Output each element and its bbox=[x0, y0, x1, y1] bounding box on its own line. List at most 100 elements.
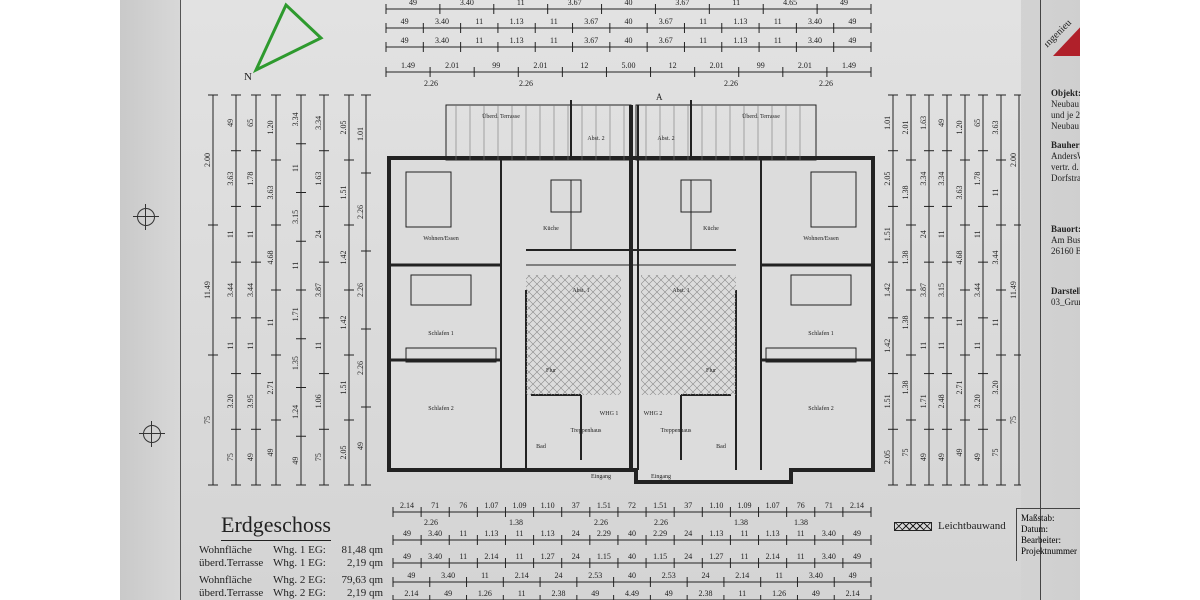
dimension-label: 1.13 bbox=[484, 529, 498, 538]
room-label: WHG 2 bbox=[644, 411, 663, 417]
bed bbox=[410, 274, 472, 306]
room-label: Schlafen 2 bbox=[808, 405, 834, 412]
dimension-label: 1.10 bbox=[709, 501, 723, 510]
darstellung-value: 03_Grundr bbox=[1051, 297, 1080, 307]
dimension-label: 11 bbox=[481, 571, 489, 580]
dimension-label: 11 bbox=[797, 552, 805, 561]
dimension-label: 1.51 bbox=[883, 227, 892, 241]
bauherr-line: Dorfstraß bbox=[1051, 173, 1080, 183]
dimension-label: 76 bbox=[459, 501, 467, 510]
dimension-label: 11 bbox=[291, 262, 300, 270]
dimension-label: 11 bbox=[314, 342, 323, 350]
dimension-label: 2.01 bbox=[533, 61, 547, 70]
dimension-label: 1.38 bbox=[901, 316, 910, 330]
dimension-label: 11 bbox=[516, 529, 524, 538]
dimension-label: 49 bbox=[403, 552, 411, 561]
dimension-label: 24 bbox=[572, 552, 580, 561]
room-label: Bad bbox=[716, 444, 726, 450]
dimension-label: 1.26 bbox=[478, 589, 492, 598]
dimension-label: 49 bbox=[401, 17, 409, 26]
dimension-label: 3.40 bbox=[460, 0, 474, 7]
dimension-label: 2.14 bbox=[735, 571, 749, 580]
dimension-label: 1.42 bbox=[883, 339, 892, 353]
dimension-label: 37 bbox=[684, 501, 692, 510]
room-label: Abst. 1 bbox=[572, 288, 589, 294]
dimension-label: 2.14 bbox=[404, 589, 418, 598]
dimension-label: 11 bbox=[226, 342, 235, 350]
dimension-label: 2.05 bbox=[883, 172, 892, 186]
dimension-label: 11 bbox=[459, 529, 467, 538]
dimension-label: 3.20 bbox=[226, 394, 235, 408]
dimension-label: 49 bbox=[973, 453, 982, 461]
room-label: Wohnen/Essen bbox=[423, 236, 459, 242]
dimension-label: 3.40 bbox=[822, 552, 836, 561]
dimension-label: 3.44 bbox=[991, 251, 1000, 265]
dimension-label: 1.38 bbox=[794, 518, 808, 527]
dimension-label: 1.13 bbox=[510, 17, 524, 26]
dining-table bbox=[550, 179, 582, 213]
dimension-label: 1.49 bbox=[401, 61, 415, 70]
dimension-label: 3.87 bbox=[314, 283, 323, 297]
dimension-label: 11 bbox=[973, 342, 982, 350]
dimension-label: 1.07 bbox=[766, 501, 780, 510]
dimension-label: 11 bbox=[919, 342, 928, 350]
dimension-label: 11 bbox=[246, 230, 255, 238]
dimension-label: 3.44 bbox=[226, 283, 235, 297]
dimension-label: 11 bbox=[991, 189, 1000, 197]
dimension-label: 3.40 bbox=[809, 571, 823, 580]
dimension-label: 37 bbox=[572, 501, 580, 510]
dimension-label: 49 bbox=[840, 0, 848, 7]
dimension-label: 49 bbox=[937, 453, 946, 461]
dimension-label: 2.26 bbox=[424, 79, 438, 88]
dimension-label: 1.01 bbox=[883, 116, 892, 130]
dimension-label: 11 bbox=[550, 36, 558, 45]
dimension-label: 2.01 bbox=[901, 121, 910, 135]
dimension-label: 2.26 bbox=[356, 283, 365, 297]
dimension-label: 3.44 bbox=[246, 283, 255, 297]
room-label: Abst. 1 bbox=[672, 288, 689, 294]
bauherr-label: Bauherr bbox=[1051, 140, 1080, 150]
dimension-label: 49 bbox=[665, 589, 673, 598]
dimension-label: 3.67 bbox=[675, 0, 689, 7]
dimension-label: 1.26 bbox=[772, 589, 786, 598]
room-label: Schlafen 1 bbox=[428, 330, 454, 337]
dimension-label: 2.14 bbox=[484, 552, 498, 561]
dimension-label: 11 bbox=[516, 552, 524, 561]
dimension-label: 24 bbox=[572, 529, 580, 538]
dimension-label: 11.49 bbox=[203, 281, 212, 299]
dimension-label: 1.38 bbox=[901, 186, 910, 200]
dimension-label: 11 bbox=[955, 319, 964, 327]
dimension-label: 3.34 bbox=[919, 172, 928, 186]
dimension-label: 11 bbox=[699, 36, 707, 45]
dimension-label: 1.51 bbox=[597, 501, 611, 510]
dimension-label: 11 bbox=[475, 17, 483, 26]
dimension-label: 11 bbox=[973, 230, 982, 238]
dimension-label: 11 bbox=[774, 36, 782, 45]
bauherr-line: vertr. d. E bbox=[1051, 162, 1080, 172]
room-label: Abst. 2 bbox=[657, 136, 674, 142]
dimension-label: 2.00 bbox=[203, 153, 212, 167]
dimension-label: 11 bbox=[246, 342, 255, 350]
dimension-label: 49 bbox=[226, 119, 235, 127]
dimension-label: 3.87 bbox=[919, 283, 928, 297]
dimension-label: 1.49 bbox=[842, 61, 856, 70]
dimension-label: 3.20 bbox=[991, 381, 1000, 395]
dimension-label: 40 bbox=[628, 529, 636, 538]
dimension-label: 49 bbox=[409, 0, 417, 7]
dimension-label: 49 bbox=[591, 589, 599, 598]
dimension-label: 3.67 bbox=[584, 17, 598, 26]
dimension-label: 1.13 bbox=[709, 529, 723, 538]
dimension-label: 71 bbox=[825, 501, 833, 510]
dimension-label: 2.26 bbox=[594, 518, 608, 527]
dimension-label: 2.05 bbox=[339, 121, 348, 135]
bauort-line: 26160 Bad bbox=[1051, 246, 1080, 256]
dimension-label: 99 bbox=[492, 61, 500, 70]
dimension-label: 11 bbox=[991, 319, 1000, 327]
title-block: Ingenieu Objekt: Neubau e und je 2 Neuba… bbox=[1040, 0, 1080, 600]
room-label: Überd. Terrasse bbox=[742, 113, 780, 120]
lightweight-wall-hatch-icon bbox=[894, 521, 932, 531]
